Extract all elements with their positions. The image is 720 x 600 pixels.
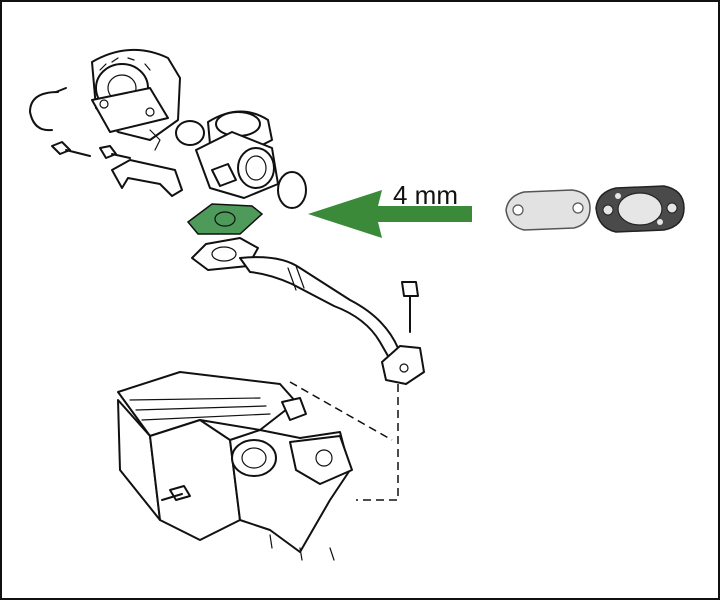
pipe-flange-upper — [191, 237, 259, 271]
pipe-flange-lower — [381, 345, 425, 385]
thickness-label: 4 mm — [393, 180, 458, 210]
throttle-housing — [91, 49, 181, 151]
arrow-left-icon — [308, 190, 472, 238]
alignment-line — [356, 384, 399, 501]
o-ring-upper — [175, 120, 205, 146]
mounting-bracket — [111, 159, 183, 197]
retaining-clip — [29, 91, 59, 132]
gasket-icon — [595, 185, 685, 233]
blanking-plate-icon — [505, 189, 591, 231]
intake-manifold — [117, 371, 353, 561]
egr-valve-icon — [195, 110, 279, 199]
egr-pipe — [239, 256, 413, 371]
bolt-icon — [401, 281, 419, 333]
highlighted-egr-gasket — [186, 203, 264, 235]
o-ring-right — [277, 171, 307, 209]
bolt-icon — [51, 141, 131, 159]
